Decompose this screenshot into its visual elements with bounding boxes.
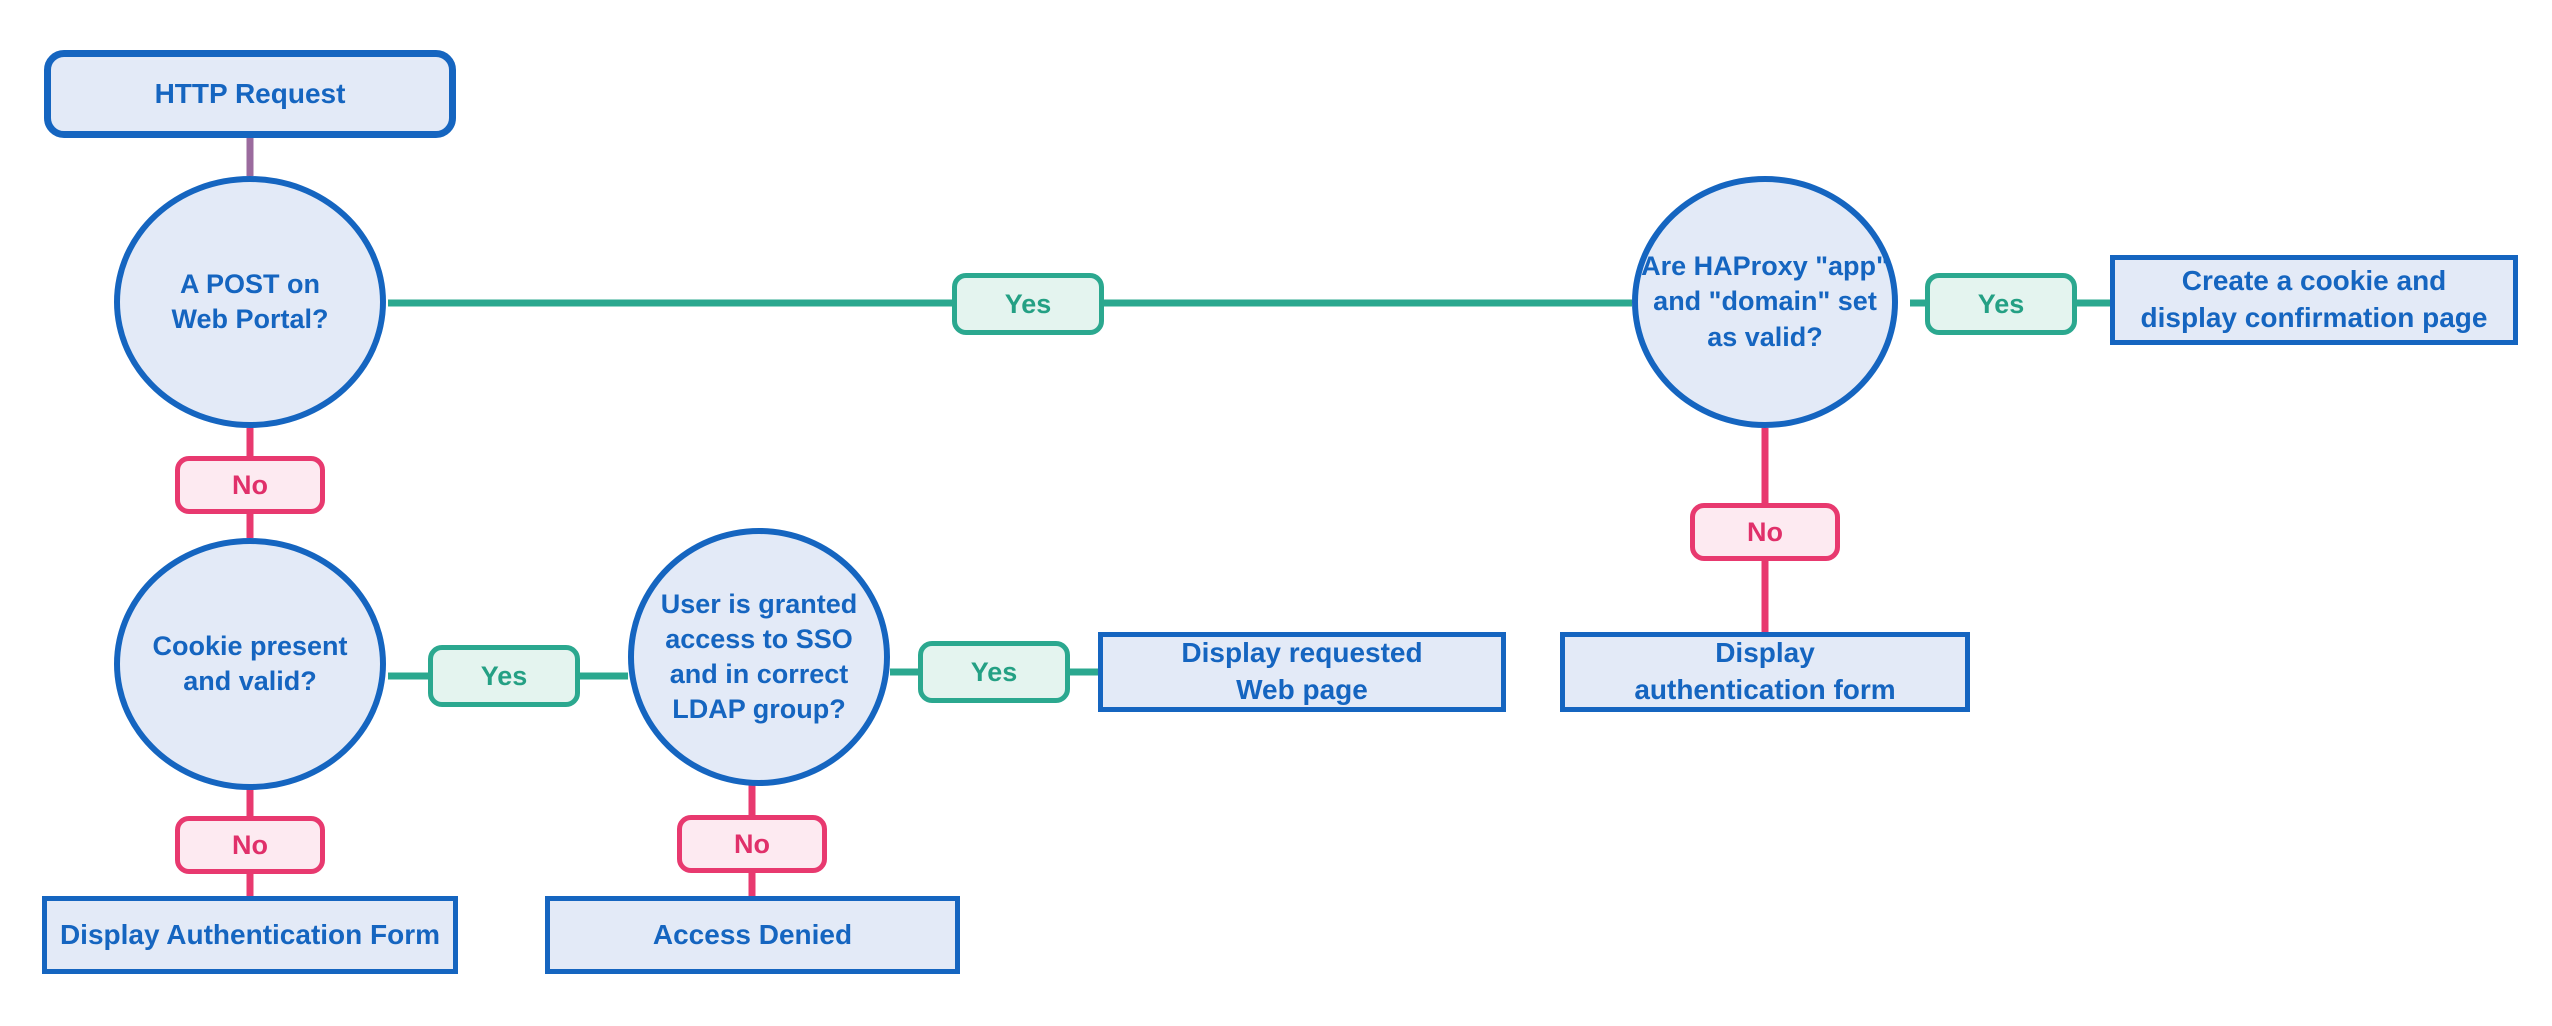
node-a-post-on-web-portal[interactable]: A POST on Web Portal?: [114, 176, 386, 428]
edge-label-haproxy-yes-text: Yes: [1977, 288, 2025, 319]
edge-label-sso-yes: Yes: [918, 641, 1070, 703]
node-haproxy-app-domain-valid-line-3: as valid?: [1707, 321, 1823, 352]
node-cookie-present-and-valid-line-1: Cookie present: [152, 630, 348, 661]
node-display-requested-web-page-line-1: Display requested: [1181, 637, 1423, 669]
node-a-post-on-web-portal-line-2: Web Portal?: [171, 304, 329, 334]
node-user-granted-sso-ldap-line-3: and in correct: [669, 659, 849, 689]
edge-label-haproxy-yes: Yes: [1925, 273, 2077, 335]
edge-label-haproxy-no: No: [1690, 503, 1840, 561]
edge-label-post-yes-text: Yes: [1004, 288, 1052, 319]
edge-label-post-no-text: No: [232, 469, 268, 500]
edge-label-cookie-yes-text: Yes: [480, 660, 528, 691]
node-a-post-on-web-portal-line-1: A POST on: [180, 268, 320, 299]
node-create-cookie-confirmation-line-1: Create a cookie and: [2181, 265, 2447, 297]
node-user-granted-sso-ldap-line-1: User is granted: [660, 588, 858, 619]
edge-label-cookie-no-text: No: [232, 829, 268, 860]
node-display-authentication-form-right-line-2: authentication form: [1634, 674, 1896, 705]
node-user-granted-sso-ldap-line-2: access to SSO: [665, 623, 853, 654]
node-haproxy-app-domain-valid-line-1: Are HAProxy "app": [1641, 251, 1889, 282]
node-display-requested-web-page-line-2: Web page: [1236, 674, 1368, 705]
node-access-denied[interactable]: Access Denied: [545, 896, 960, 974]
node-haproxy-app-domain-valid[interactable]: Are HAProxy "app" and "domain" set as va…: [1632, 176, 1898, 428]
node-cookie-present-and-valid[interactable]: Cookie present and valid?: [114, 538, 386, 790]
edge-label-post-no: No: [175, 456, 325, 514]
node-cookie-present-and-valid-line-2: and valid?: [183, 666, 317, 696]
node-user-granted-sso-ldap[interactable]: User is granted access to SSO and in cor…: [628, 528, 890, 786]
edge-label-cookie-no: No: [175, 816, 325, 874]
node-display-requested-web-page[interactable]: Display requested Web page: [1098, 632, 1506, 712]
node-display-authentication-form-right[interactable]: Display authentication form: [1560, 632, 1970, 712]
node-haproxy-app-domain-valid-line-2: and "domain" set: [1653, 286, 1877, 317]
node-http-request[interactable]: HTTP Request: [44, 50, 456, 138]
edge-label-sso-yes-text: Yes: [970, 656, 1018, 687]
edge-label-haproxy-no-text: No: [1747, 516, 1783, 547]
node-access-denied-label: Access Denied: [652, 918, 853, 950]
node-display-authentication-form-left-label: Display Authentication Form: [59, 918, 441, 950]
node-create-cookie-confirmation-line-2: display confirmation page: [2140, 302, 2488, 333]
node-user-granted-sso-ldap-line-4: LDAP group?: [672, 694, 846, 725]
edge-label-post-yes: Yes: [952, 273, 1104, 335]
node-display-authentication-form-left[interactable]: Display Authentication Form: [42, 896, 458, 974]
node-http-request-label: HTTP Request: [154, 77, 346, 109]
edge-label-sso-no-text: No: [734, 828, 770, 859]
node-create-cookie-confirmation[interactable]: Create a cookie and display confirmation…: [2110, 255, 2518, 345]
edge-label-cookie-yes: Yes: [428, 645, 580, 707]
edge-label-sso-no: No: [677, 815, 827, 873]
node-display-authentication-form-right-line-1: Display: [1715, 637, 1815, 669]
